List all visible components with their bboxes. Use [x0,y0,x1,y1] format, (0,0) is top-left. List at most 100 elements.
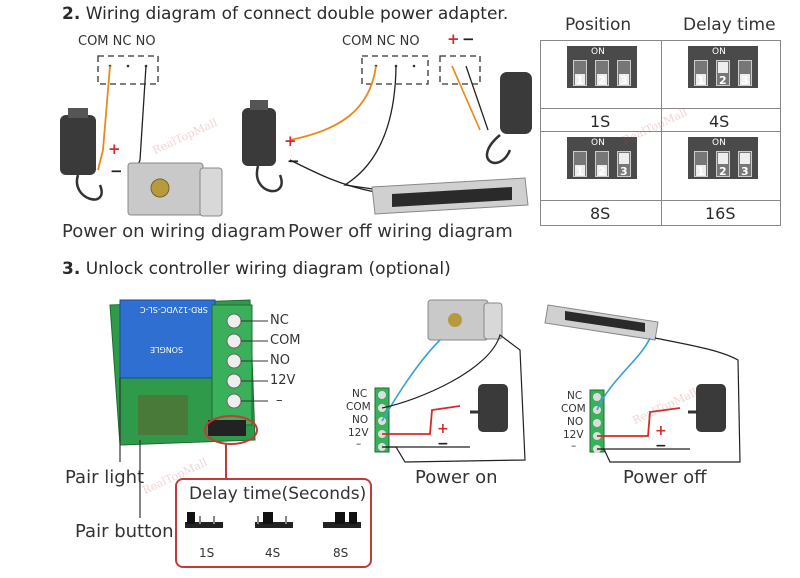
plus-sign-left: + [108,140,121,158]
delay-box-title: Delay time(Seconds) [189,484,367,504]
delay-time-box: Delay time(Seconds) 1S 4S 8S [175,478,372,568]
relay-contacts-left [97,55,159,85]
table-divider-1 [540,108,781,109]
dip-sw-3 [738,60,752,86]
delay-4s-label: 4S [709,112,730,131]
delay-option-1s: 1S [199,546,215,560]
plus-sign-top: + [447,30,460,48]
poff-terminal-12v: 12V [563,429,584,441]
wire-orange-mid [289,65,377,141]
dip-sw-1 [573,60,587,86]
col-delay-header: Delay time [683,15,776,35]
wire-orange-right [451,65,481,131]
section2-title: Wiring diagram of connect double power a… [85,4,509,24]
section2-heading: 2. Wiring diagram of connect double powe… [62,4,508,24]
caption-power-off: Power off [623,467,707,488]
pon-plus: + [437,421,449,437]
power-adapter-mid-icon [242,100,283,193]
pon-terminal-minus: – [356,438,362,450]
power-off-diagram [544,304,741,463]
pair-button-label: Pair button [75,521,174,542]
pon-terminal-no: NO [352,414,369,426]
label-nc-mid: NC [376,34,396,49]
relay-labels-left: COM NC NO [78,34,156,49]
pon-terminal-12v: 12V [348,427,369,439]
poff-terminal-minus: – [571,440,577,452]
table-cell-16s [661,131,781,226]
board-terminal-screws [226,313,242,409]
power-adapter-left-icon [60,108,103,201]
dip-on-label: ON [712,47,726,57]
section3-title: Unlock controller wiring diagram (option… [85,259,451,279]
minus-sign-mid: − [287,152,300,170]
dip-num-2: 2 [719,165,727,178]
dip-sw-2 [595,60,609,86]
section3-number: 3. [62,259,81,279]
relay-model-text: SRD-12VDC-SL-C [140,305,208,314]
dip-sw-1 [694,60,708,86]
dip-sw-2 [716,151,730,177]
dip-num-1: 1 [697,165,705,178]
dip-num-2: 2 [598,165,606,178]
jumper-8s-icon [323,512,361,528]
col-position-header: Position [565,15,632,35]
delay-16s-label: 16S [705,204,736,223]
section2-number: 2. [62,4,81,24]
wire-orange-left [97,65,111,171]
label-com-left: COM [78,34,109,49]
board-terminal-12v: 12V [270,373,296,388]
magnetic-lock-icon [371,177,529,215]
plus-sign-mid: + [284,132,297,150]
dip-sw-2 [716,60,730,86]
caption-power-off-wiring: Power off wiring diagram [288,221,513,242]
delay-8s-label: 8S [590,204,611,223]
jumper-icons [185,512,361,528]
dip-num-3: 3 [620,165,628,178]
section3-heading: 3. Unlock controller wiring diagram (opt… [62,259,451,279]
wire-black-mid2 [289,159,376,193]
dip-switch-8s: ON 1 2 3 [567,137,637,179]
power-on-diagram [374,299,526,463]
label-no-left: NO [135,34,156,49]
delay-1s-label: 1S [590,112,611,131]
dip-switch-1s: ON 1 2 3 [567,46,637,88]
dip-sw-3 [617,151,631,177]
poff-terminal-no: NO [567,416,584,428]
dip-sw-2 [595,151,609,177]
pon-terminal-com: COM [346,401,371,413]
poff-terminal-com: COM [561,403,586,415]
board-leader-lines [241,320,268,402]
jumper-highlight [204,415,258,445]
board-terminal-minus: – [276,393,283,408]
dip-on-label: ON [591,47,605,57]
dip-num-3: 3 [620,74,628,87]
dip-on-label: ON [712,138,726,148]
dip-num-1: 1 [576,165,584,178]
dip-num-1: 1 [697,74,705,87]
jumper-1s-icon [185,512,223,528]
dip-sw-3 [738,151,752,177]
electric-lock-icon [127,162,223,217]
minus-sign-top: − [462,30,475,48]
board-terminal-com: COM [270,333,301,348]
dip-num-3: 3 [741,165,749,178]
delay-option-8s: 8S [333,546,349,560]
dip-num-2: 2 [598,74,606,87]
dip-num-2: 2 [719,74,727,87]
power-adapter-right-icon [485,72,532,164]
dip-switch-4s: ON 1 2 3 [688,46,758,88]
pon-terminal-nc: NC [352,388,368,400]
label-nc-left: NC [112,34,132,49]
relay-labels-mid: COM NC NO [342,34,420,49]
dip-sw-1 [573,151,587,177]
jumper-4s-icon [255,512,293,528]
adapter-terminal-box [439,55,481,85]
dip-num-3: 3 [741,74,749,87]
label-no-mid: NO [399,34,420,49]
caption-power-on-wiring: Power on wiring diagram [62,221,286,242]
controller-board [109,299,256,446]
poff-terminal-nc: NC [567,390,583,402]
pair-light-label: Pair light [65,467,145,488]
delay-option-4s: 4S [265,546,281,560]
